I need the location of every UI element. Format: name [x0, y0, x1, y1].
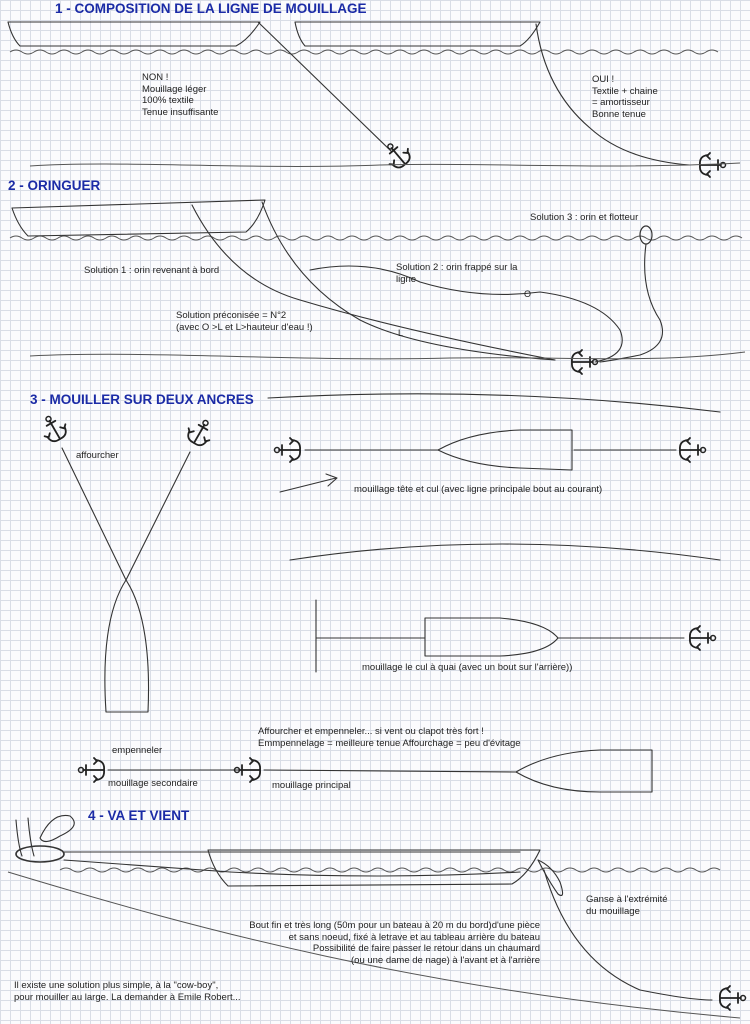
anchor-icon	[35, 409, 72, 446]
boat-hull-right-1	[294, 21, 541, 47]
anchor-icon	[571, 349, 599, 375]
affourcher-line-right	[125, 451, 191, 581]
water-surface-1	[9, 49, 719, 55]
trip-line-solution-1	[191, 204, 556, 361]
note-solution-recommended: Solution préconisée = N°2 (avec O >L et …	[176, 310, 313, 333]
section-2-drawing	[9, 199, 746, 375]
anchor-icon	[689, 625, 717, 651]
note-solution-2: Solution 2 : orin frappé sur la ligne	[396, 262, 518, 285]
note-solution-1: Solution 1 : orin revenant à bord	[84, 265, 220, 276]
anchor-icon	[77, 757, 105, 783]
note-non: NON ! Mouillage léger 100% textile Tenue…	[142, 72, 219, 118]
haul-line-bottom	[63, 859, 521, 877]
note-solution-3: Solution 3 : orin et flotteur	[530, 212, 639, 223]
current-line-bottom	[289, 543, 721, 561]
note-secondary: mouillage secondaire	[108, 778, 198, 789]
shore-post	[15, 817, 35, 857]
section-title-2: 2 - ORINGUER	[8, 178, 101, 193]
note-cul-a-quai: mouillage le cul à quai (avec un bout su…	[362, 662, 573, 673]
anchor-icon	[273, 437, 302, 463]
rope-textile-light	[257, 21, 393, 153]
note-bout-fin: Bout fin et très long (50m pour un batea…	[249, 920, 540, 966]
section-4-drawing	[7, 814, 747, 1019]
note-tete-et-cul: mouillage tête et cul (avec ligne princi…	[354, 484, 603, 495]
water-surface-4	[59, 867, 721, 873]
boat-top-view-1	[437, 429, 573, 471]
anchor-icon	[378, 135, 416, 173]
section-1-drawing	[7, 21, 741, 178]
boat-top-view-vertical	[104, 579, 150, 713]
rope-textile-chain	[535, 23, 691, 166]
main-anchor-line-2	[261, 201, 556, 361]
section-3-drawing	[35, 393, 721, 793]
trip-line-solution-3	[599, 243, 664, 363]
label-o: O	[524, 289, 531, 299]
current-line-top	[267, 393, 721, 413]
note-affourcher-empenneler: Affourcher et empenneler... si vent ou c…	[258, 726, 521, 749]
principal-line	[263, 769, 517, 773]
boat-hull-left-1	[7, 21, 261, 47]
note-affourcher: affourcher	[76, 450, 119, 461]
section-title-3: 3 - MOUILLER SUR DEUX ANCRES	[30, 392, 254, 407]
anchor-icon	[719, 985, 747, 1011]
float-buoy	[639, 225, 653, 245]
note-oui: OUI ! Textile + chaine = amortisseur Bon…	[592, 74, 658, 120]
section-title-4: 4 - VA ET VIENT	[88, 808, 190, 823]
current-arrow	[279, 473, 338, 493]
end-loop	[537, 859, 564, 897]
long-mooring-line	[543, 869, 713, 1001]
anchor-icon	[679, 437, 707, 463]
affourcher-line-left	[61, 447, 127, 581]
section-title-1: 1 - COMPOSITION DE LA LIGNE DE MOUILLAGE	[55, 1, 367, 16]
boat-top-view-3	[515, 749, 653, 793]
note-empenneler: empenneler	[112, 745, 163, 756]
boat-hull-2	[11, 199, 266, 237]
note-cowboy: Il existe une solution plus simple, à la…	[14, 980, 241, 1003]
loop-knot	[39, 814, 75, 843]
seabed-2	[29, 351, 746, 360]
mooring-ring	[15, 845, 65, 863]
seabed-1	[29, 162, 741, 167]
anchor-icon	[233, 757, 262, 783]
boat-hull-4	[207, 849, 541, 887]
note-ganse: Ganse à l'extrémité du mouillage	[586, 894, 668, 917]
note-principal: mouillage principal	[272, 780, 351, 791]
boat-top-view-2	[424, 617, 559, 657]
water-surface-2	[9, 235, 743, 241]
seabed-4	[7, 871, 741, 1019]
anchor-icon	[182, 413, 219, 450]
label-l: L	[398, 328, 403, 338]
trip-line-solution-2	[309, 265, 623, 363]
